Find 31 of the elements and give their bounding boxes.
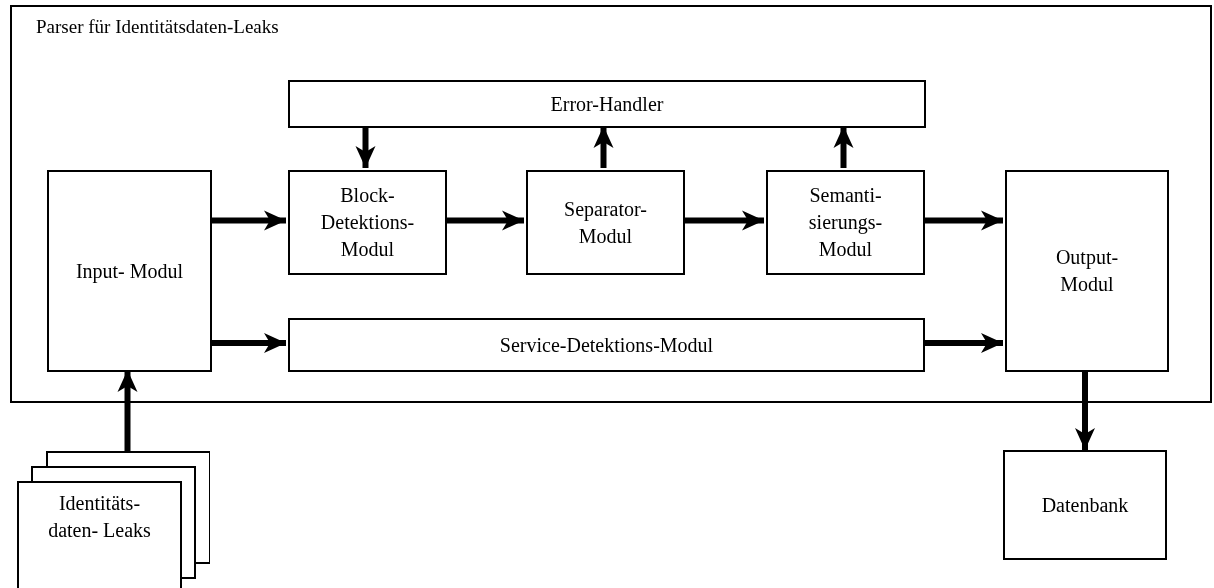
node-label: Datenbank [1041,492,1129,518]
process-box [526,170,685,275]
process-box [288,170,447,275]
arrow [923,333,1003,353]
process-box [47,170,212,372]
arrow [210,210,286,231]
arrow [593,126,614,168]
document-stack [17,451,210,588]
node-label: Input- Modul [75,258,184,285]
arrow [683,210,764,231]
arrow [833,126,854,168]
arrow [117,370,138,451]
node-label: Service-Detektions-Modul [499,332,714,358]
process-box [1005,170,1169,372]
container-frame [10,5,1212,403]
process-box [766,170,925,275]
node-label: Block- Detektions- Modul [319,183,416,262]
process-box [288,318,925,372]
arrow [445,210,524,231]
arrow [1075,370,1095,450]
process-box [288,80,926,128]
arrow [355,126,376,168]
node-label: Separator- Modul [563,196,648,249]
node-label: Output- Modul [1054,245,1120,297]
arrow [923,210,1003,231]
node-label: Semanti- sierungs- Modul [807,183,884,262]
process-box [1003,450,1167,560]
container-title: Parser für Identitätsdaten-Leaks [36,15,279,39]
node-label: Identitäts- daten- Leaks [47,491,152,543]
node-label: Error-Handler [550,91,664,117]
arrow [210,333,286,353]
